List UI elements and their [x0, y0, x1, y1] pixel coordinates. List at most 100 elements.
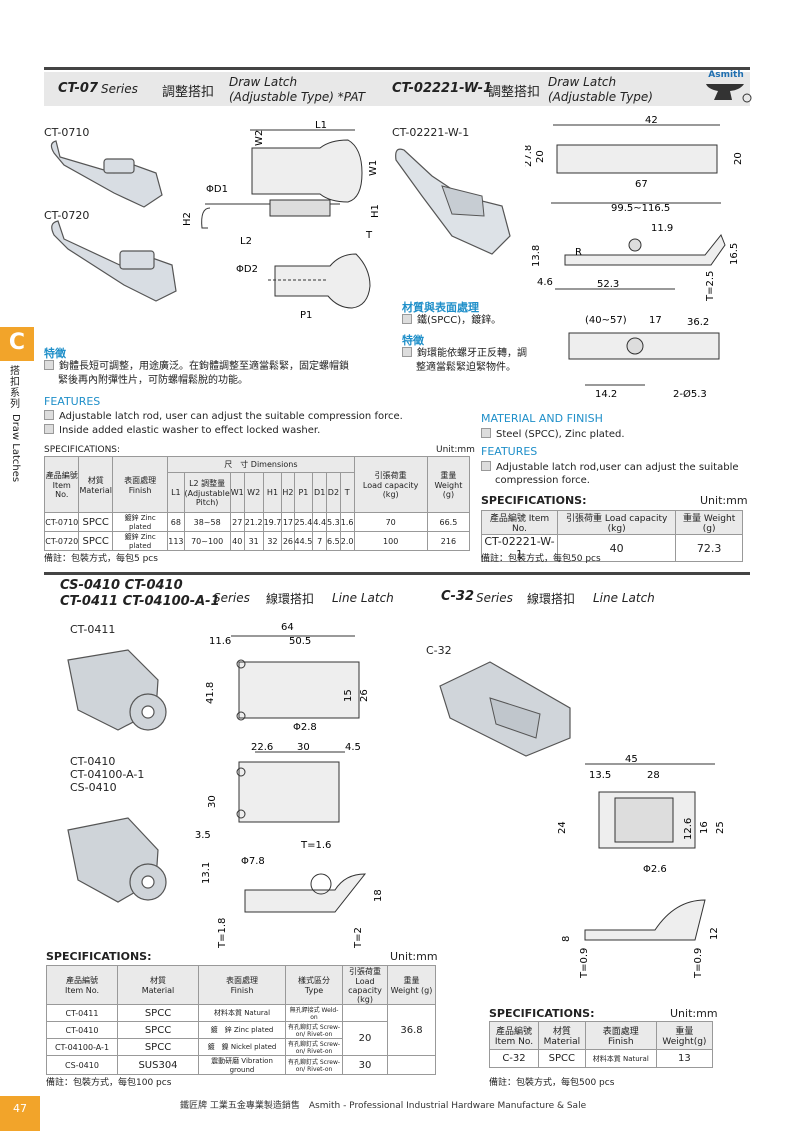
dim-13-1: 13.1 [201, 862, 212, 884]
cell-P1: 25.4 [293, 512, 314, 532]
ct0410-label: CT-0410 [70, 755, 116, 768]
th-T: T [339, 472, 355, 513]
cell-type: 有孔鉚釘式 Screw-on/ Rivet-on [285, 1055, 343, 1075]
dim-26: 26 [359, 689, 370, 702]
brand-logo: Asmith [700, 70, 752, 106]
th-D1: D1 [312, 472, 328, 513]
ct02221-code: CT-02221-W-1 [392, 81, 493, 96]
ct07-feature-cn-2: 緊後再內附彈性片，可防螺帽鬆脫的功能。 [58, 375, 248, 386]
dim-D1: ΦD1 [206, 184, 228, 195]
ct07-feature-en-1-text: Adjustable latch rod, user can adjust th… [59, 411, 403, 422]
ct02221-feature-cn-2: 整適當鬆緊迫緊物件。 [416, 362, 516, 373]
ct07-spec-title: SPECIFICATIONS: [44, 445, 121, 455]
ct02221-feature-cn-1: 鉤環能依螺牙正反轉，調 [402, 347, 527, 361]
cell-T: 2.0 [339, 531, 355, 551]
dim-18: 18 [373, 889, 384, 902]
cell-material: SPCC [117, 1021, 199, 1039]
cell-item: CT-0411 [46, 1004, 118, 1022]
dim-20a: 20 [535, 150, 546, 163]
th-weight-cn: 重量 [675, 1027, 694, 1037]
th-item-en: Item No. [512, 514, 550, 534]
ct0710-label: CT-0710 [44, 126, 90, 139]
c32-spec-unit: Unit:mm [670, 1007, 718, 1020]
mid-series-line-2: CT-0411 CT-04100-A-1 [60, 594, 220, 609]
ct04-spec-unit: Unit:mm [390, 950, 438, 963]
dim-13-5: 13.5 [589, 770, 611, 781]
th-item-cn: 產品編號 [45, 471, 78, 480]
th-finish-en: Finish [230, 986, 254, 995]
ct02221-product-photo [395, 148, 511, 255]
table-row: CT-0410 SPCC 鍍 鋅 Zinc plated 有孔鉚釘式 Screw… [46, 1021, 436, 1056]
mid-cn-title: 線環搭扣 [266, 592, 315, 606]
cell-material: SPCC [78, 531, 113, 551]
cell-weight: 36.8 [387, 1004, 436, 1056]
dim-4-6: 4.6 [537, 277, 553, 288]
ct07-spec-unit: Unit:mm [436, 445, 475, 455]
dim-T1-8: T=1.8 [217, 918, 228, 949]
cell-material: SPCC [537, 1049, 586, 1068]
cell-finish: 鍍 鋅 Zinc plated [198, 1021, 286, 1039]
th-item-cn: 產品編號 [489, 514, 526, 524]
table-row: C-32 SPCC 材料本質 Natural 13 [489, 1049, 714, 1068]
th-weight-cn: 重量 [440, 471, 457, 480]
cell-material: SUS304 [117, 1055, 199, 1075]
dim-13-8: 13.8 [531, 245, 542, 267]
ct02221-en-title-2: (Adjustable Type) [548, 90, 653, 104]
c32-cn-title: 線環搭扣 [527, 592, 576, 606]
cell-load: 70 [353, 512, 428, 532]
cell-type: 有孔鉚釘式 Screw-on/ Rivet-on [285, 1038, 343, 1056]
dim-12: 12 [709, 927, 720, 940]
anvil-icon [706, 84, 752, 103]
th-load-cn: 引張荷重 [374, 471, 407, 480]
dim-52-3: 52.3 [597, 279, 619, 290]
dim-50-5: 50.5 [289, 636, 311, 647]
ct02221-note: 備註：包裝方式，每包50 pcs [481, 554, 601, 564]
dim-7-8: Φ7.8 [241, 856, 265, 867]
dim-36-2: 36.2 [687, 317, 709, 328]
cell-type: 有孔鉚釘式 Screw-on/ Rivet-on [285, 1021, 343, 1039]
cell-L2: 70~100 [183, 531, 231, 551]
th-L1: L1 [167, 472, 185, 513]
dim-30b: 30 [207, 795, 218, 808]
th-finish-cn: 表面處理 [602, 1027, 639, 1037]
ct02221-features-cn-title: 特徵 [402, 334, 424, 347]
ct07-note: 備註：包裝方式，每包5 pcs [44, 554, 158, 564]
cell-L1: 68 [167, 512, 185, 532]
brand-name: Asmith [708, 70, 744, 80]
side-label-cn: 搭扣系列 [10, 366, 20, 410]
th-item-cn: 產品編號 [66, 976, 98, 985]
th-type-en: Type [304, 986, 324, 995]
th-finish-en: Finish [607, 1037, 634, 1047]
cell-L1: 113 [167, 531, 185, 551]
dim-H2: H2 [182, 212, 193, 226]
cell-finish: 材料本質 Natural [198, 1004, 286, 1022]
ct04100-label: CT-04100-A-1 [70, 768, 145, 781]
ct02221-feature-en-1-text: Adjustable latch rod,user can adjust the… [496, 462, 739, 473]
cell-D2: 6.5 [326, 531, 341, 551]
ct0410-group-label: CT-0410 CT-04100-A-1 CS-0410 [70, 755, 144, 794]
dim-11-6: 11.6 [209, 636, 231, 647]
dim-11-9: 11.9 [651, 223, 673, 234]
th-weight-en: Weight (g) [434, 481, 463, 499]
dim-15: 15 [343, 689, 354, 702]
side-label: 搭扣系列 Draw Latches [10, 366, 24, 482]
dim-T2-5: T=2.5 [705, 271, 716, 302]
cell-weight [387, 1055, 436, 1075]
dim-R: R [575, 247, 582, 258]
ct02221-label: CT-02221-W-1 [392, 126, 470, 139]
cell-H2: 26 [281, 531, 295, 551]
ct07-features-en-title: FEATURES [44, 395, 101, 408]
cell-weight: 216 [426, 531, 471, 551]
mid-code-ct0410: CT-0410 [124, 578, 183, 593]
dim-2-8: Φ2.8 [293, 722, 317, 733]
c32-product-photo [439, 661, 571, 757]
side-label-en: Draw Latches [10, 414, 21, 483]
cell-load: 100 [353, 531, 428, 551]
